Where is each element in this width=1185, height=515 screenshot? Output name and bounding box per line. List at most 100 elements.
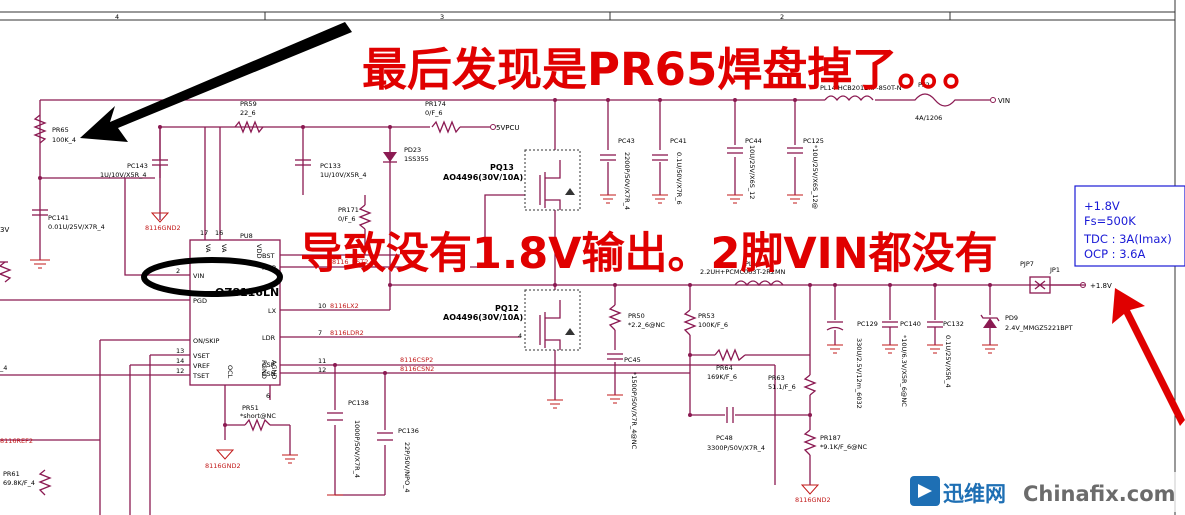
net-gnd-c: 8116GND2	[795, 496, 831, 504]
label-pc129: PC129	[857, 320, 878, 328]
label-pc133: PC133	[320, 162, 341, 170]
pinnum-7: 7	[318, 329, 322, 337]
label-pc140: PC140	[900, 320, 921, 328]
net-3v: 3V	[0, 226, 9, 234]
label-pc43: PC43	[618, 137, 635, 145]
label-pc141v: 0.01U/25V/X7R_4	[48, 223, 105, 231]
label-pl15v: 2.2UH+PCMC063T-2R2MN	[700, 268, 786, 276]
pin-pgnd: PGND	[260, 360, 268, 379]
label-pr51: PR51	[242, 404, 259, 412]
net-8116csp2: 8116CSP2	[400, 356, 433, 364]
pin-pgd: PGD	[193, 297, 207, 305]
label-pr187: PR187	[820, 434, 841, 442]
label-pc44: PC44	[745, 137, 762, 145]
pin-csn: CSN	[262, 370, 276, 378]
pin-ldr: LDR	[262, 334, 276, 342]
pinnum-16: 16	[215, 229, 223, 237]
label-pr171v: 0/F_6	[338, 215, 355, 223]
label-pc41v: 0.1U/50V/X7R_6	[675, 152, 683, 205]
red-arrow	[1112, 288, 1185, 426]
label-pq12: PQ12	[495, 304, 519, 313]
label-pc136: PC136	[398, 427, 419, 435]
resistor-pr53	[683, 309, 697, 336]
label-pr64v: 169K/F_6	[707, 373, 737, 381]
junctions	[38, 98, 992, 427]
pin-vin: VIN	[193, 272, 204, 280]
pin-ocl: OCL	[226, 365, 234, 379]
label-pc132v: 0.1U/25V/X5R_4	[944, 335, 952, 388]
label-pr171: PR171	[338, 206, 359, 214]
pinnum-14: 14	[176, 357, 184, 365]
label-pc125: PC125	[803, 137, 824, 145]
label-pc45: PC45	[624, 356, 641, 364]
pin-agnd: AGND	[270, 360, 278, 379]
label-pc138: PC138	[348, 399, 369, 407]
pinnum-10: 10	[318, 302, 326, 310]
pin-on-skip: ON/SKIP	[193, 337, 219, 345]
pinnum-11: 11	[318, 357, 326, 365]
inductor-pl15	[734, 280, 784, 287]
label-pc48v: 3300P/50V/X7R_4	[707, 444, 765, 452]
black-arrow	[80, 22, 352, 142]
fuse-pf2	[900, 93, 960, 107]
label-pc43v: 2200P/50V/X7R_4	[623, 152, 631, 210]
label-pc125v: *10U/25V/X6S_12@	[811, 145, 819, 210]
label-pr63: PR63	[768, 374, 785, 382]
pin-lx: LX	[268, 307, 277, 315]
watermark: 迅维网 Chinafix.com	[905, 472, 1185, 512]
resistor-pr174	[431, 120, 461, 134]
pin-bst: BST	[262, 252, 274, 260]
label-pr53v: 100K/F_6	[698, 321, 728, 329]
label-pf2v: 4A/1206	[915, 114, 942, 122]
net-gnd-a: 8116GND2	[145, 224, 181, 232]
label-pr187v: *9.1K/F_6@NC	[820, 443, 868, 451]
label-pq13: PQ13	[490, 163, 514, 172]
resistor-pr61	[38, 469, 52, 496]
label-pc45v: *1500P/50V/X7R_4@NC	[630, 372, 638, 450]
resistor-pr64	[714, 348, 746, 362]
ground-symbols	[30, 194, 998, 496]
label-pr63v: 51.1/F_6	[768, 383, 796, 391]
labels: PR65 100K_4 PR59 22_6 PR174 0/F_6 5VPCU …	[0, 81, 1112, 504]
ic-ref: PU8	[240, 232, 253, 240]
label-pc140v: *10U/6.3V/X5R_6@NC	[900, 335, 908, 407]
label-pr61: PR61	[3, 470, 20, 478]
spec-line-2: Fs=500K	[1084, 214, 1136, 228]
pin-vref: VREF	[193, 362, 210, 370]
label-pc41: PC41	[670, 137, 687, 145]
net-8116lx2: 8116LX2	[330, 302, 359, 310]
label-pc143v: 1U/10V/X5R_4	[100, 171, 146, 179]
resistor-left-edge	[0, 261, 12, 283]
resistor-pr65	[33, 114, 47, 144]
label-pc44v: 10U/25V/X6S_12	[748, 145, 756, 199]
pinnum-2: 2	[176, 267, 180, 275]
label-pd9: PD9	[1005, 314, 1018, 322]
pinnum-12: 12	[318, 366, 326, 374]
pinnum-12b: 12	[176, 367, 184, 375]
inductor-pl14	[824, 95, 874, 102]
label-pc136v: 22P/50V/NPO_4	[403, 442, 411, 493]
mosfet-pq13	[524, 149, 581, 211]
label-pc138v: 1000P/50V/X7R_4	[353, 420, 361, 478]
resistor-pr171	[358, 195, 372, 255]
pinnum-6: 6	[266, 392, 270, 400]
net-gnd-b: 8116GND2	[205, 462, 241, 470]
ruler-3: 3	[440, 13, 444, 21]
label-pc133v: 1U/10V/X5R_4	[320, 171, 366, 179]
label-pc141: PC141	[48, 214, 69, 222]
pin-va2: VA	[220, 244, 228, 253]
label-pc132: PC132	[943, 320, 964, 328]
pinnum-4: 4	[518, 332, 522, 340]
label-pr59v: 22_6	[240, 109, 256, 117]
ruler-4: 4	[115, 13, 119, 21]
pinnum-13: 13	[176, 347, 184, 355]
label-pr50v: *2.2_6@NC	[628, 321, 665, 329]
label-ref-tail: _4	[0, 364, 7, 372]
ruler-2: 2	[780, 13, 784, 21]
resistor-pr50	[608, 304, 622, 331]
pin-csp: CSP	[262, 361, 275, 369]
net-8116bst: 8116_BST2	[332, 258, 368, 266]
resistor-pr59	[234, 120, 264, 134]
